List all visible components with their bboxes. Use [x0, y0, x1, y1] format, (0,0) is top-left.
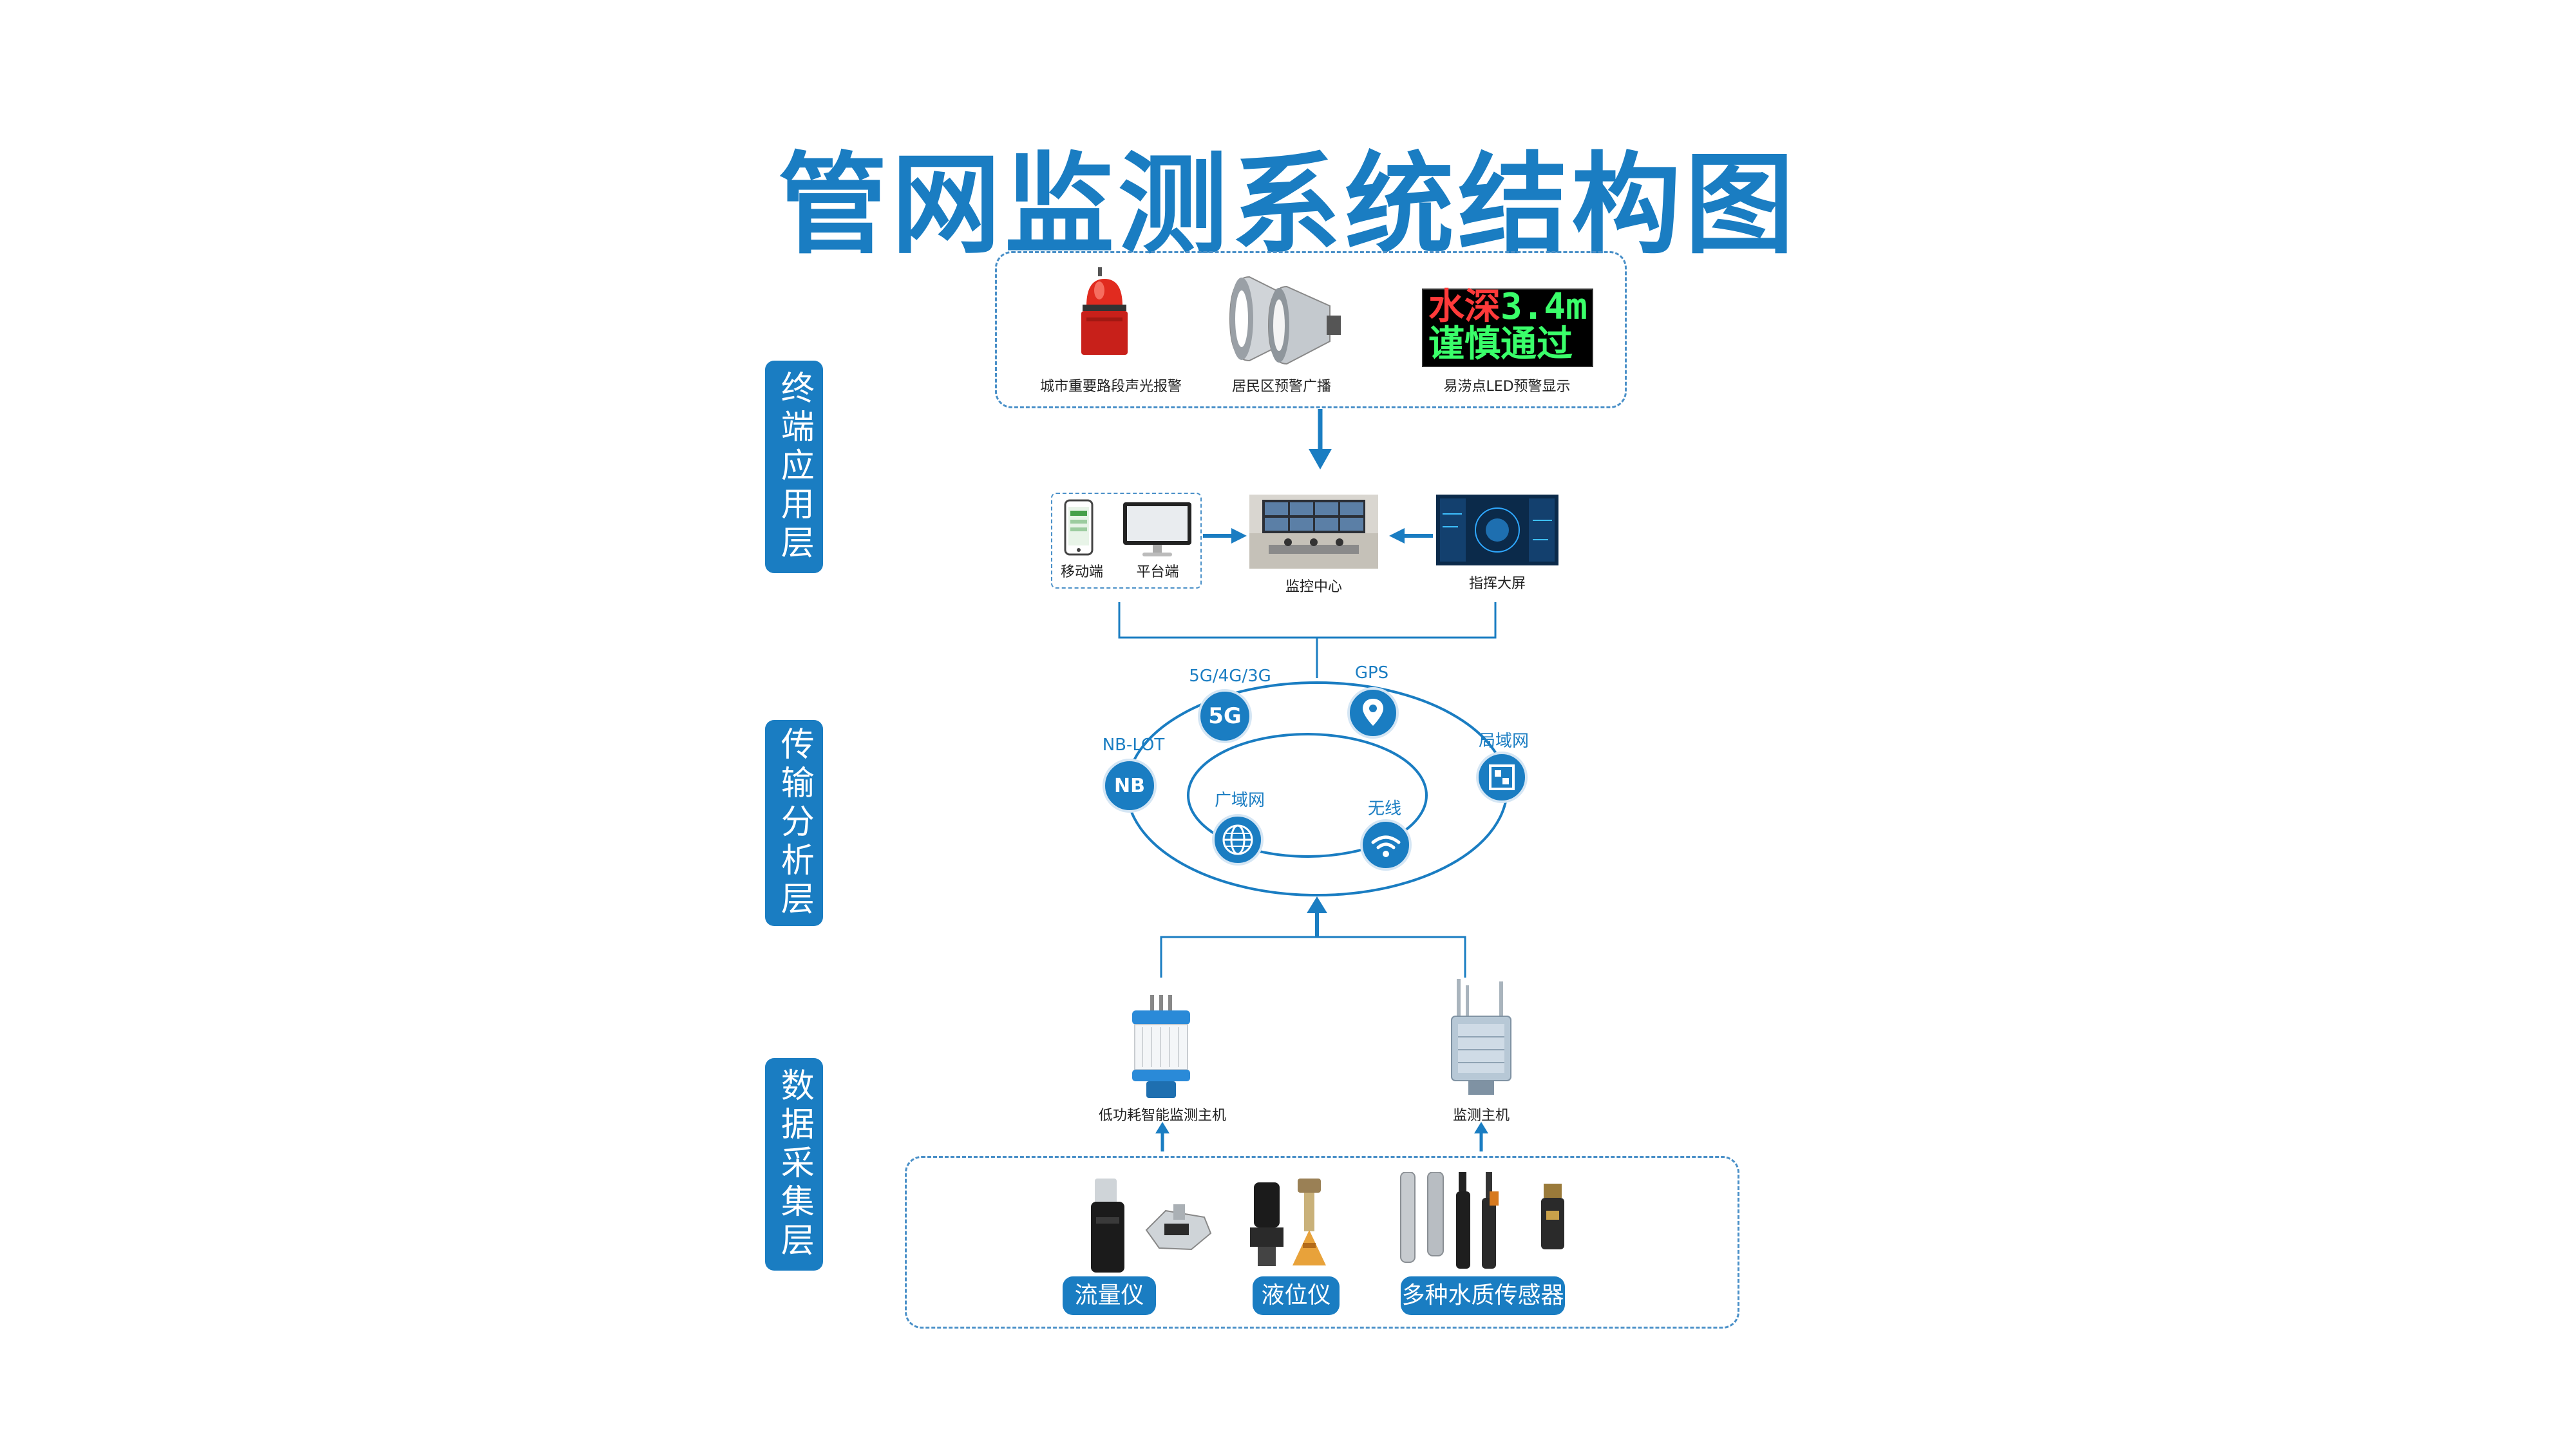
- layer-tag-collection: 数据采集层: [765, 1058, 823, 1271]
- mobile-icon: [1064, 499, 1094, 556]
- wifi-icon: [1360, 819, 1412, 871]
- arrow-down-terminal: [1309, 409, 1332, 469]
- network-ring: [1126, 681, 1508, 896]
- globe-icon: [1212, 814, 1264, 866]
- level-meter-icon: [1250, 1179, 1326, 1266]
- desktop-monitor-icon: [1123, 502, 1191, 556]
- network-label-5g: 5G/4G/3G: [1189, 667, 1271, 686]
- nb-icon: NB: [1103, 759, 1157, 813]
- led-text-warning: 谨慎通过: [1428, 323, 1573, 365]
- client-label-platform: 平台端: [1136, 564, 1179, 580]
- layer-tag-transmission: 传输分析层: [765, 720, 823, 926]
- arrow-left-command: [1389, 528, 1433, 544]
- device-label-horn: 居民区预警广播: [1231, 379, 1331, 395]
- terminal-devices-box: [995, 251, 1627, 408]
- sensor-group-water-quality: 多种水质传感器: [1401, 1276, 1565, 1315]
- arrow-up-low-power: [1155, 1122, 1170, 1151]
- command-screen-label: 指挥大屏: [1468, 576, 1526, 592]
- layer-tag-terminal: 终端应用层: [765, 361, 823, 573]
- host-label-low-power: 低功耗智能监测主机: [1098, 1108, 1226, 1124]
- lan-icon: [1476, 752, 1528, 803]
- 5g-icon: 5G: [1198, 689, 1252, 743]
- network-label-lan: 局域网: [1478, 732, 1529, 751]
- command-screen-icon: [1436, 495, 1558, 565]
- network-label-gps: GPS: [1354, 663, 1389, 683]
- network-label-nb: NB-LOT: [1102, 735, 1165, 755]
- led-display-icon: 水深3.4m 谨慎通过: [1422, 286, 1593, 367]
- network-label-wireless: 无线: [1367, 799, 1401, 819]
- monitor-center-label: 监控中心: [1285, 579, 1342, 595]
- arrow-right-clients: [1203, 528, 1247, 544]
- page-title: 管网监测系统结构图: [777, 142, 1798, 269]
- device-label-led: 易涝点LED预警显示: [1443, 379, 1571, 395]
- led-text-depth-label: 水深: [1428, 286, 1501, 328]
- host-label-monitor: 监测主机: [1452, 1108, 1510, 1124]
- client-box: [1051, 493, 1202, 589]
- sensor-group-level: 液位仪: [1253, 1276, 1340, 1315]
- client-label-mobile: 移动端: [1060, 564, 1103, 580]
- flow-meter-icon: [1091, 1179, 1212, 1273]
- location-pin-icon: [1347, 687, 1399, 739]
- arrow-up-monitor-host: [1474, 1122, 1488, 1151]
- monitor-center-icon: [1249, 495, 1378, 569]
- connector-bracket-top: [1118, 602, 1497, 678]
- device-label-alarm: 城市重要路段声光报警: [1039, 379, 1182, 395]
- led-text-depth-value: 3.4m: [1501, 286, 1587, 328]
- sensors-box: [905, 1156, 1739, 1329]
- sensor-group-flow: 流量仪: [1063, 1276, 1156, 1315]
- network-label-wan: 广域网: [1214, 791, 1265, 810]
- water-quality-sensor-icon: [1400, 1172, 1564, 1269]
- alarm-light-icon: [1081, 267, 1128, 355]
- horn-speaker-icon: [1229, 276, 1341, 365]
- connector-bracket-bottom: [1160, 896, 1466, 978]
- low-power-host-icon: [1132, 995, 1190, 1098]
- monitor-host-icon: [1451, 979, 1511, 1095]
